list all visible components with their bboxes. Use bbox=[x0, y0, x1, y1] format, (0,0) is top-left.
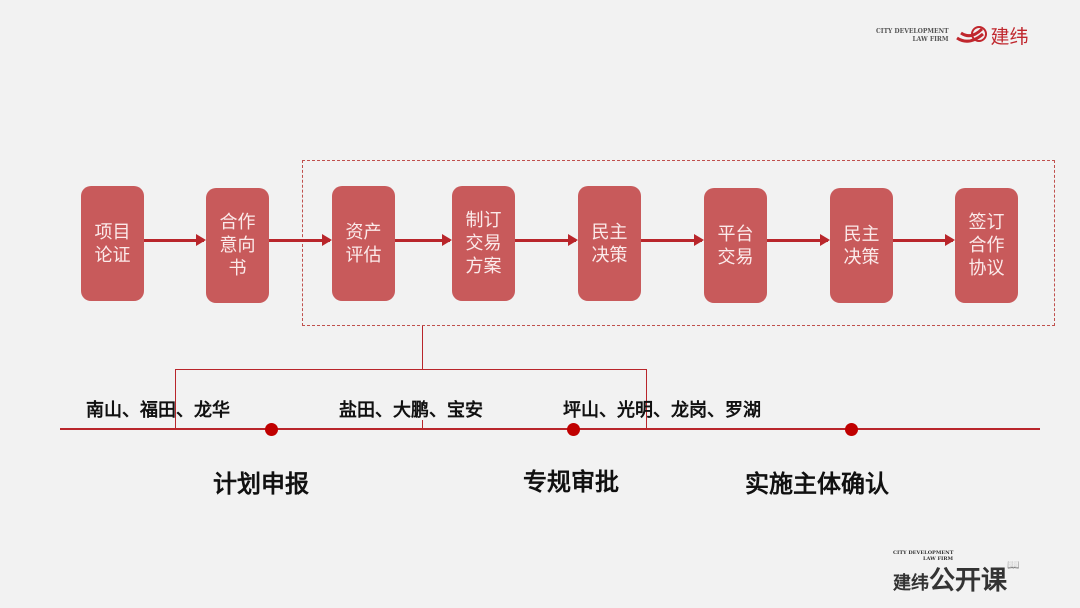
dashed-group-frame bbox=[302, 160, 1055, 326]
stage-label: 专规审批 bbox=[523, 468, 619, 496]
logo-swirl-icon bbox=[955, 25, 987, 43]
bracket-bar bbox=[175, 369, 647, 370]
stage-label: 计划申报 bbox=[213, 470, 309, 498]
bracket-tick bbox=[422, 420, 423, 429]
step-box: 合作意向书 bbox=[206, 188, 269, 303]
timeline-dot bbox=[265, 423, 278, 436]
footer-logo-title: 公开课 bbox=[929, 566, 1008, 596]
stage-label: 实施主体确认 bbox=[745, 470, 889, 498]
logo-en-line2: LAW FIRM bbox=[912, 35, 949, 43]
logo-en-line1: CITY DEVELOPMENT bbox=[876, 27, 949, 35]
bracket-stem bbox=[422, 326, 423, 370]
footer-logo-en1: CITY DEVELOPMENT bbox=[893, 550, 954, 556]
footer-logo-en2: LAW FIRM bbox=[923, 556, 954, 562]
logo-cn: 建纬 bbox=[990, 26, 1029, 48]
region-label: 盐田、大鹏、宝安 bbox=[339, 400, 483, 421]
footer-logo: CITY DEVELOPMENT LAW FIRM 建纬公开课📖 bbox=[893, 550, 1019, 597]
arrow bbox=[515, 234, 578, 246]
step-box: 民主决策 bbox=[830, 188, 893, 303]
arrow bbox=[395, 234, 452, 246]
step-box: 资产评估 bbox=[332, 186, 395, 301]
footer-logo-cn: 建纬 bbox=[893, 573, 929, 594]
arrow bbox=[144, 234, 206, 246]
bracket-leg bbox=[646, 369, 647, 429]
timeline bbox=[60, 428, 1040, 430]
book-icon: 📖 bbox=[1007, 560, 1020, 571]
timeline-dot bbox=[845, 423, 858, 436]
step-box: 签订合作协议 bbox=[955, 188, 1018, 303]
timeline-dot bbox=[567, 423, 580, 436]
region-label: 坪山、光明、龙岗、罗湖 bbox=[563, 400, 761, 421]
region-label: 南山、福田、龙华 bbox=[86, 400, 230, 421]
bracket-leg bbox=[175, 369, 176, 429]
arrow bbox=[893, 234, 955, 246]
step-box: 平台交易 bbox=[704, 188, 767, 303]
arrow bbox=[767, 234, 830, 246]
step-box: 制订交易方案 bbox=[452, 186, 515, 301]
arrow bbox=[641, 234, 704, 246]
arrow bbox=[269, 234, 332, 246]
step-box: 民主决策 bbox=[578, 186, 641, 301]
step-box: 项目论证 bbox=[81, 186, 144, 301]
